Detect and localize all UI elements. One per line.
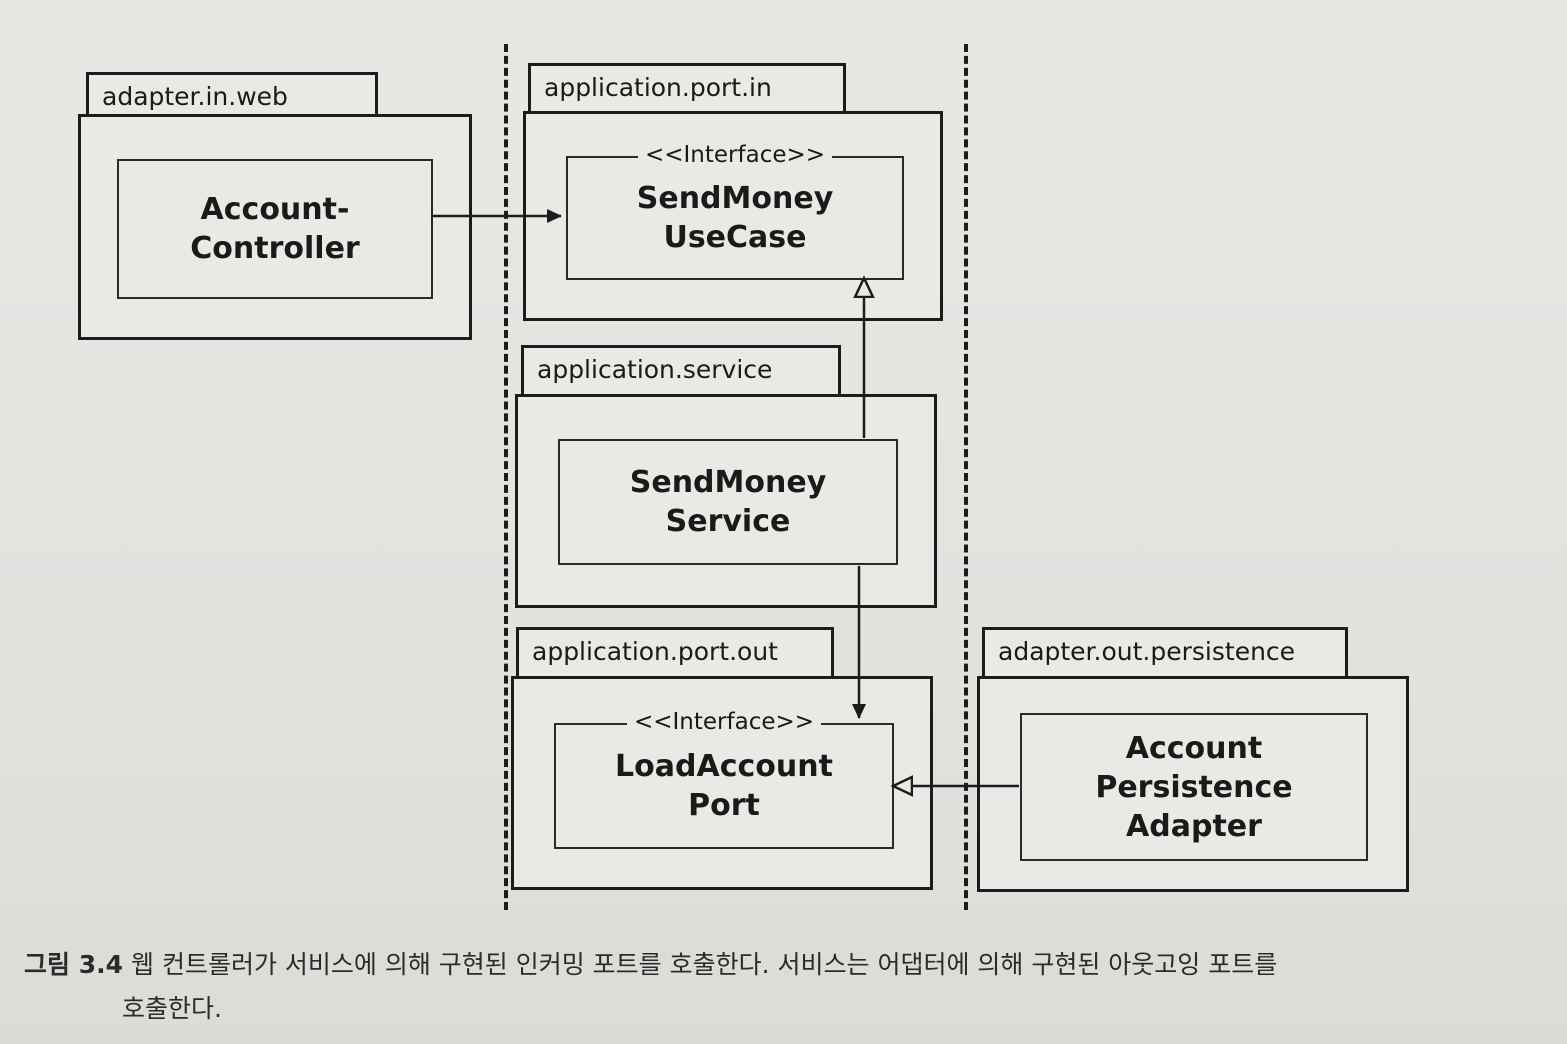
stereotype-label: <<Interface>>	[556, 708, 892, 736]
package-adapter-out-persistence: Account Persistence Adapter	[977, 676, 1409, 892]
package-application-port-in: <<Interface>> SendMoney UseCase	[523, 111, 943, 321]
component-account-persistence-adapter: Account Persistence Adapter	[1020, 713, 1368, 861]
package-application-service: SendMoney Service	[515, 394, 937, 608]
package-tab-application-port-out: application.port.out	[516, 627, 834, 678]
figure-number: 그림 3.4	[24, 950, 123, 979]
package-tab-adapter-in-web: adapter.in.web	[86, 72, 378, 116]
stereotype-label: <<Interface>>	[568, 141, 902, 169]
component-sendmoney-usecase: <<Interface>> SendMoney UseCase	[566, 142, 904, 280]
layer-divider-left	[504, 44, 508, 910]
component-title: SendMoney UseCase	[636, 181, 834, 255]
component-title: SendMoney Service	[629, 465, 827, 539]
layer-divider-right	[964, 44, 968, 910]
component-account-controller: Account- Controller	[117, 159, 433, 299]
caption-line-2: 호출한다.	[122, 994, 222, 1023]
component-title: LoadAccount Port	[615, 749, 833, 823]
component-title: Account- Controller	[190, 192, 360, 266]
package-adapter-in-web: Account- Controller	[78, 114, 472, 340]
figure-caption: 그림 3.4 웹 컨트롤러가 서비스에 의해 구현된 인커밍 포트를 호출한다. …	[24, 943, 1524, 1031]
component-loadaccount-port: <<Interface>> LoadAccount Port	[554, 709, 894, 849]
caption-line-1: 웹 컨트롤러가 서비스에 의해 구현된 인커밍 포트를 호출한다. 서비스는 어…	[131, 950, 1278, 979]
package-tab-application-service: application.service	[521, 345, 841, 396]
package-tab-adapter-out-persistence: adapter.out.persistence	[982, 627, 1348, 678]
package-tab-application-port-in: application.port.in	[528, 63, 846, 113]
component-title: Account Persistence Adapter	[1095, 730, 1293, 844]
component-sendmoney-service: SendMoney Service	[558, 439, 898, 565]
package-application-port-out: <<Interface>> LoadAccount Port	[511, 676, 933, 890]
